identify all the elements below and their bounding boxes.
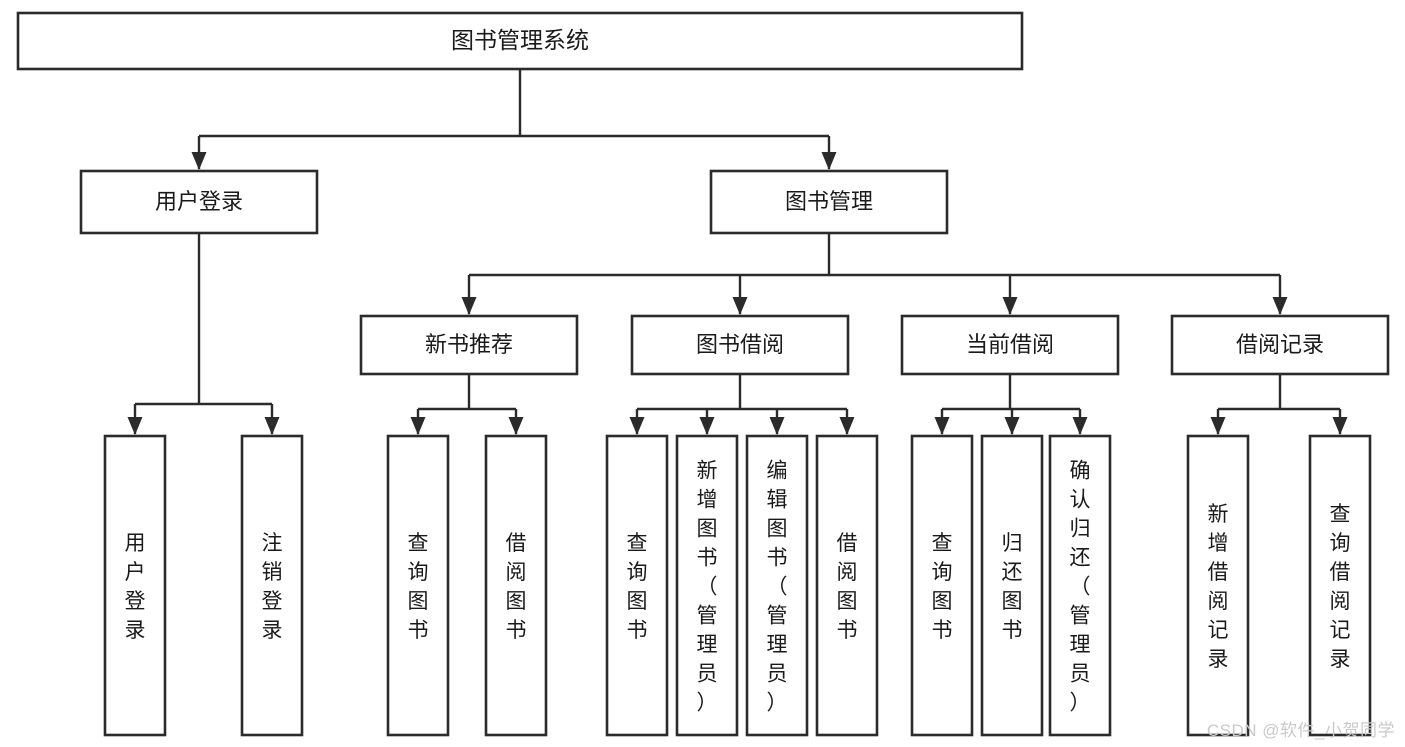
node-level3-3[interactable]: 借阅记录 (1170, 314, 1390, 376)
leaf-node-3-label: 借阅图书 (506, 532, 527, 642)
leaf-node-8-rect (910, 434, 974, 737)
arrow-head-icon (191, 152, 207, 170)
leaf-node-4[interactable]: 查询图书 (605, 434, 669, 737)
leaf-node-2[interactable]: 查询图书 (386, 434, 450, 737)
leaf-node-12-label: 查询借阅记录 (1330, 503, 1351, 671)
node-level3-0-rect (359, 314, 579, 376)
arrow-head-icon (732, 297, 748, 315)
node-level3-2-label: 当前借阅 (966, 332, 1054, 357)
node-root-图书管理系统-label: 图书管理系统 (451, 27, 589, 53)
arrow-head-icon (1332, 417, 1348, 435)
leaf-node-3-rect (484, 434, 548, 737)
arrow-head-icon (264, 417, 280, 435)
node-level3-1-label: 图书借阅 (696, 332, 784, 357)
leaf-node-4-label: 查询图书 (627, 532, 648, 642)
leaf-node-6-label: 编辑图书（管理员） (767, 460, 788, 715)
node-level3-1-rect (630, 314, 850, 376)
leaf-node-2-rect (386, 434, 450, 737)
leaf-node-2-label: 查询图书 (408, 532, 429, 642)
leaf-node-6[interactable]: 编辑图书（管理员） (745, 434, 809, 737)
edge-layer (127, 69, 1348, 435)
node-level2-1[interactable]: 图书管理 (709, 169, 949, 235)
node-level3-0-label: 新书推荐 (425, 332, 513, 357)
arrow-head-icon (508, 417, 524, 435)
leaf-node-11-label: 新增借阅记录 (1208, 503, 1229, 671)
leaf-node-9-label: 归还图书 (1002, 532, 1023, 642)
arrow-head-icon (769, 417, 785, 435)
node-level3-3-label: 借阅记录 (1236, 332, 1324, 357)
leaf-node-12-rect (1308, 434, 1372, 737)
node-level2-0[interactable]: 用户登录 (79, 169, 319, 235)
arrow-head-icon (1272, 297, 1288, 315)
node-level3-1[interactable]: 图书借阅 (630, 314, 850, 376)
leaf-node-0-rect (103, 434, 167, 737)
arrow-head-icon (1004, 417, 1020, 435)
node-level3-0[interactable]: 新书推荐 (359, 314, 579, 376)
leaf-node-1-rect (240, 434, 304, 737)
leaf-node-11-rect (1186, 434, 1250, 737)
leaf-node-7-label: 借阅图书 (837, 532, 858, 642)
leaf-layer: 用户登录 注销登录 查询图书 借阅图书 查询图书 新增图书（管理员） 编辑图书（管理员） 借阅… (103, 434, 1372, 737)
arrow-head-icon (410, 417, 426, 435)
leaf-node-9-rect (980, 434, 1044, 737)
node-level2-1-label: 图书管理 (785, 189, 873, 214)
node-root-图书管理系统[interactable]: 图书管理系统 (16, 11, 1024, 71)
node-level2-0-rect (79, 169, 319, 235)
leaf-node-3[interactable]: 借阅图书 (484, 434, 548, 737)
leaf-node-8-label: 查询图书 (932, 532, 953, 642)
arrow-head-icon (1072, 417, 1088, 435)
arrow-head-icon (127, 417, 143, 435)
leaf-node-5[interactable]: 新增图书（管理员） (675, 434, 739, 737)
leaf-node-5-rect (675, 434, 739, 737)
leaf-node-1-label: 注销登录 (262, 532, 283, 642)
leaf-node-0[interactable]: 用户登录 (103, 434, 167, 737)
leaf-node-8[interactable]: 查询图书 (910, 434, 974, 737)
node-level3-2-rect (900, 314, 1120, 376)
leaf-node-9[interactable]: 归还图书 (980, 434, 1044, 737)
leaf-node-5-label: 新增图书（管理员） (697, 460, 718, 715)
leaf-node-10-rect (1048, 434, 1112, 737)
leaf-node-10-label: 确认归还（管理员） (1070, 460, 1091, 715)
arrow-head-icon (629, 417, 645, 435)
leaf-node-6-rect (745, 434, 809, 737)
node-level3-3-rect (1170, 314, 1390, 376)
node-root-图书管理系统-rect (16, 11, 1024, 71)
node-level2-1-rect (709, 169, 949, 235)
leaf-node-7[interactable]: 借阅图书 (815, 434, 879, 737)
leaf-node-4-rect (605, 434, 669, 737)
node-level2-0-label: 用户登录 (155, 189, 243, 214)
leaf-node-12[interactable]: 查询借阅记录 (1308, 434, 1372, 737)
arrow-head-icon (821, 152, 837, 170)
leaf-node-1[interactable]: 注销登录 (240, 434, 304, 737)
arrow-head-icon (1002, 297, 1018, 315)
leaf-node-0-label: 用户登录 (125, 532, 146, 642)
leaf-node-11[interactable]: 新增借阅记录 (1186, 434, 1250, 737)
leaf-node-10[interactable]: 确认归还（管理员） (1048, 434, 1112, 737)
arrow-head-icon (1210, 417, 1226, 435)
arrow-head-icon (839, 417, 855, 435)
arrow-head-icon (699, 417, 715, 435)
leaf-node-7-rect (815, 434, 879, 737)
arrow-head-icon (934, 417, 950, 435)
arrow-head-icon (461, 297, 477, 315)
node-level3-2[interactable]: 当前借阅 (900, 314, 1120, 376)
